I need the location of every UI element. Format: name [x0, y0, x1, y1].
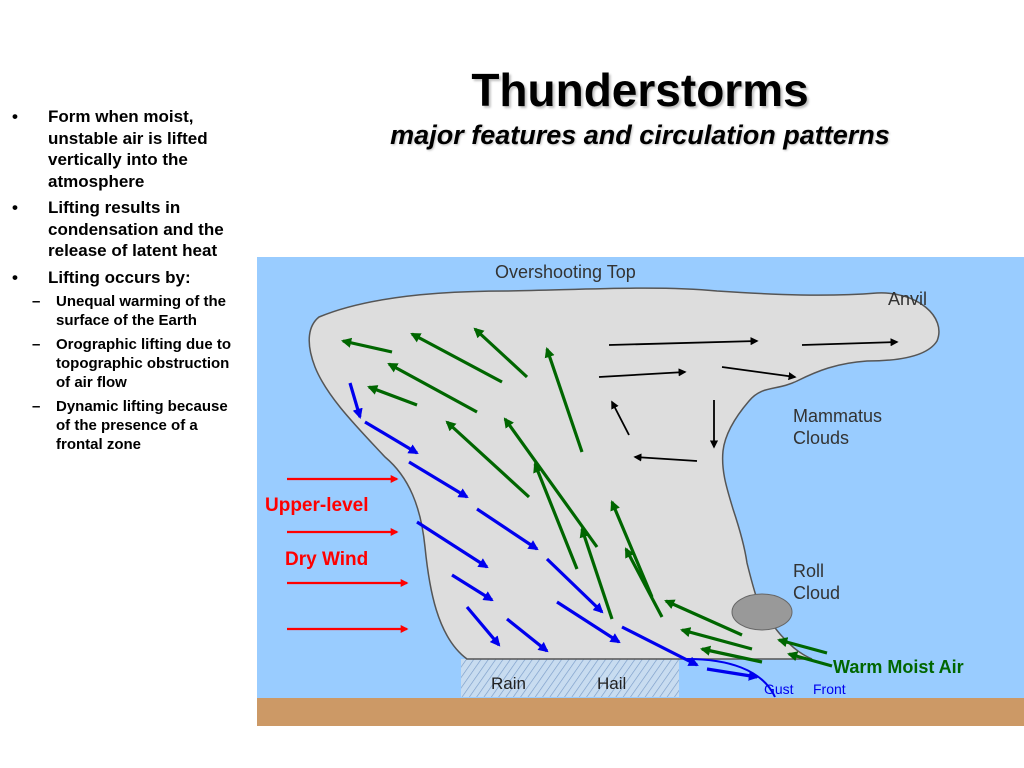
updraft-arrow — [445, 420, 531, 499]
updraft-arrow — [544, 347, 584, 453]
slide-title: Thunderstorms — [471, 64, 809, 116]
updraft-arrow — [787, 651, 833, 668]
circulation-arrow — [611, 400, 630, 436]
slide-subtitle: major features and circulation patterns — [390, 120, 890, 150]
bullet-text: Form when moist, unstable air is lifted … — [48, 107, 208, 191]
circulation-arrow — [598, 368, 687, 378]
updraft-arrow — [473, 327, 529, 379]
downdraft-arrow — [621, 625, 699, 667]
title-block: Thunderstorms major features and circula… — [250, 62, 1024, 152]
circulation-arrow — [801, 338, 899, 347]
updraft-arrow — [680, 627, 753, 651]
downdraft-arrows — [348, 382, 760, 681]
bullet-item: Form when moist, unstable air is lifted … — [10, 106, 242, 192]
updraft-arrow — [410, 332, 503, 384]
updraft-arrow — [777, 637, 828, 655]
downdraft-arrow — [476, 507, 539, 551]
updraft-arrows — [341, 327, 833, 668]
updraft-arrow — [664, 599, 743, 637]
bullet-list: Form when moist, unstable air is lifted … — [10, 106, 242, 459]
sub-bullet-list: Unequal warming of the surface of the Ea… — [32, 292, 242, 454]
downdraft-arrow — [556, 600, 621, 644]
roll-cloud — [731, 593, 793, 631]
clouds-label: Clouds — [793, 428, 849, 448]
downdraft-arrow — [416, 520, 489, 569]
overshooting-top-label: Overshooting Top — [495, 262, 636, 282]
bullet-item: Lifting results in condensation and the … — [10, 197, 242, 262]
gust-label: Gust — [764, 681, 794, 697]
dry-wind-arrows — [287, 475, 409, 633]
downdraft-arrow — [465, 605, 501, 647]
gust-front-curve — [686, 658, 776, 698]
sub-bullet-item: Unequal warming of the surface of the Ea… — [10, 292, 242, 330]
updraft-arrow — [503, 417, 599, 548]
downdraft-arrow — [545, 557, 604, 614]
mammatus-label: Mammatus — [793, 406, 882, 426]
circulation-arrows — [598, 337, 899, 462]
storm-cloud — [308, 287, 940, 660]
upper-level-label: Upper-level — [265, 495, 368, 516]
downdraft-arrow — [408, 460, 469, 499]
roll-label: Roll — [793, 561, 824, 581]
circulation-arrow — [608, 337, 759, 346]
dry-wind-label: Dry Wind — [285, 549, 368, 570]
downdraft-arrow — [348, 382, 363, 419]
updraft-arrow — [387, 362, 478, 414]
updraft-arrow — [624, 547, 664, 618]
ground — [257, 698, 1024, 726]
circulation-arrow — [721, 366, 797, 381]
cloud-label: Cloud — [793, 583, 840, 603]
bullet-item: Lifting occurs by: Unequal warming of th… — [10, 267, 242, 455]
anvil-label: Anvil — [888, 289, 927, 309]
sub-bullet-item: Dynamic lifting because of the presence … — [10, 397, 242, 454]
sub-bullet-item: Orographic lifting due to topographic ob… — [10, 335, 242, 392]
rain-label: Rain — [491, 674, 526, 693]
downdraft-arrow — [706, 667, 760, 681]
downdraft-arrow — [506, 617, 549, 653]
bullet-text: Lifting occurs by: — [48, 267, 191, 287]
downdraft-arrow — [364, 420, 419, 455]
thunderstorm-diagram: Overshooting Top Anvil Mammatus Clouds U… — [257, 257, 1024, 726]
updraft-arrow — [533, 462, 579, 570]
warm-moist-air-label: Warm Moist Air — [833, 657, 964, 677]
updraft-arrow — [579, 527, 614, 620]
circulation-arrow — [633, 453, 698, 462]
hail-label: Hail — [597, 674, 626, 693]
downdraft-arrow — [451, 573, 494, 602]
updraft-arrow — [699, 645, 763, 664]
updraft-arrow — [367, 385, 418, 407]
front-label: Front — [813, 681, 846, 697]
precipitation-hatch — [461, 659, 679, 697]
bullet-text: Lifting results in condensation and the … — [48, 198, 224, 260]
updraft-arrow — [341, 337, 393, 354]
